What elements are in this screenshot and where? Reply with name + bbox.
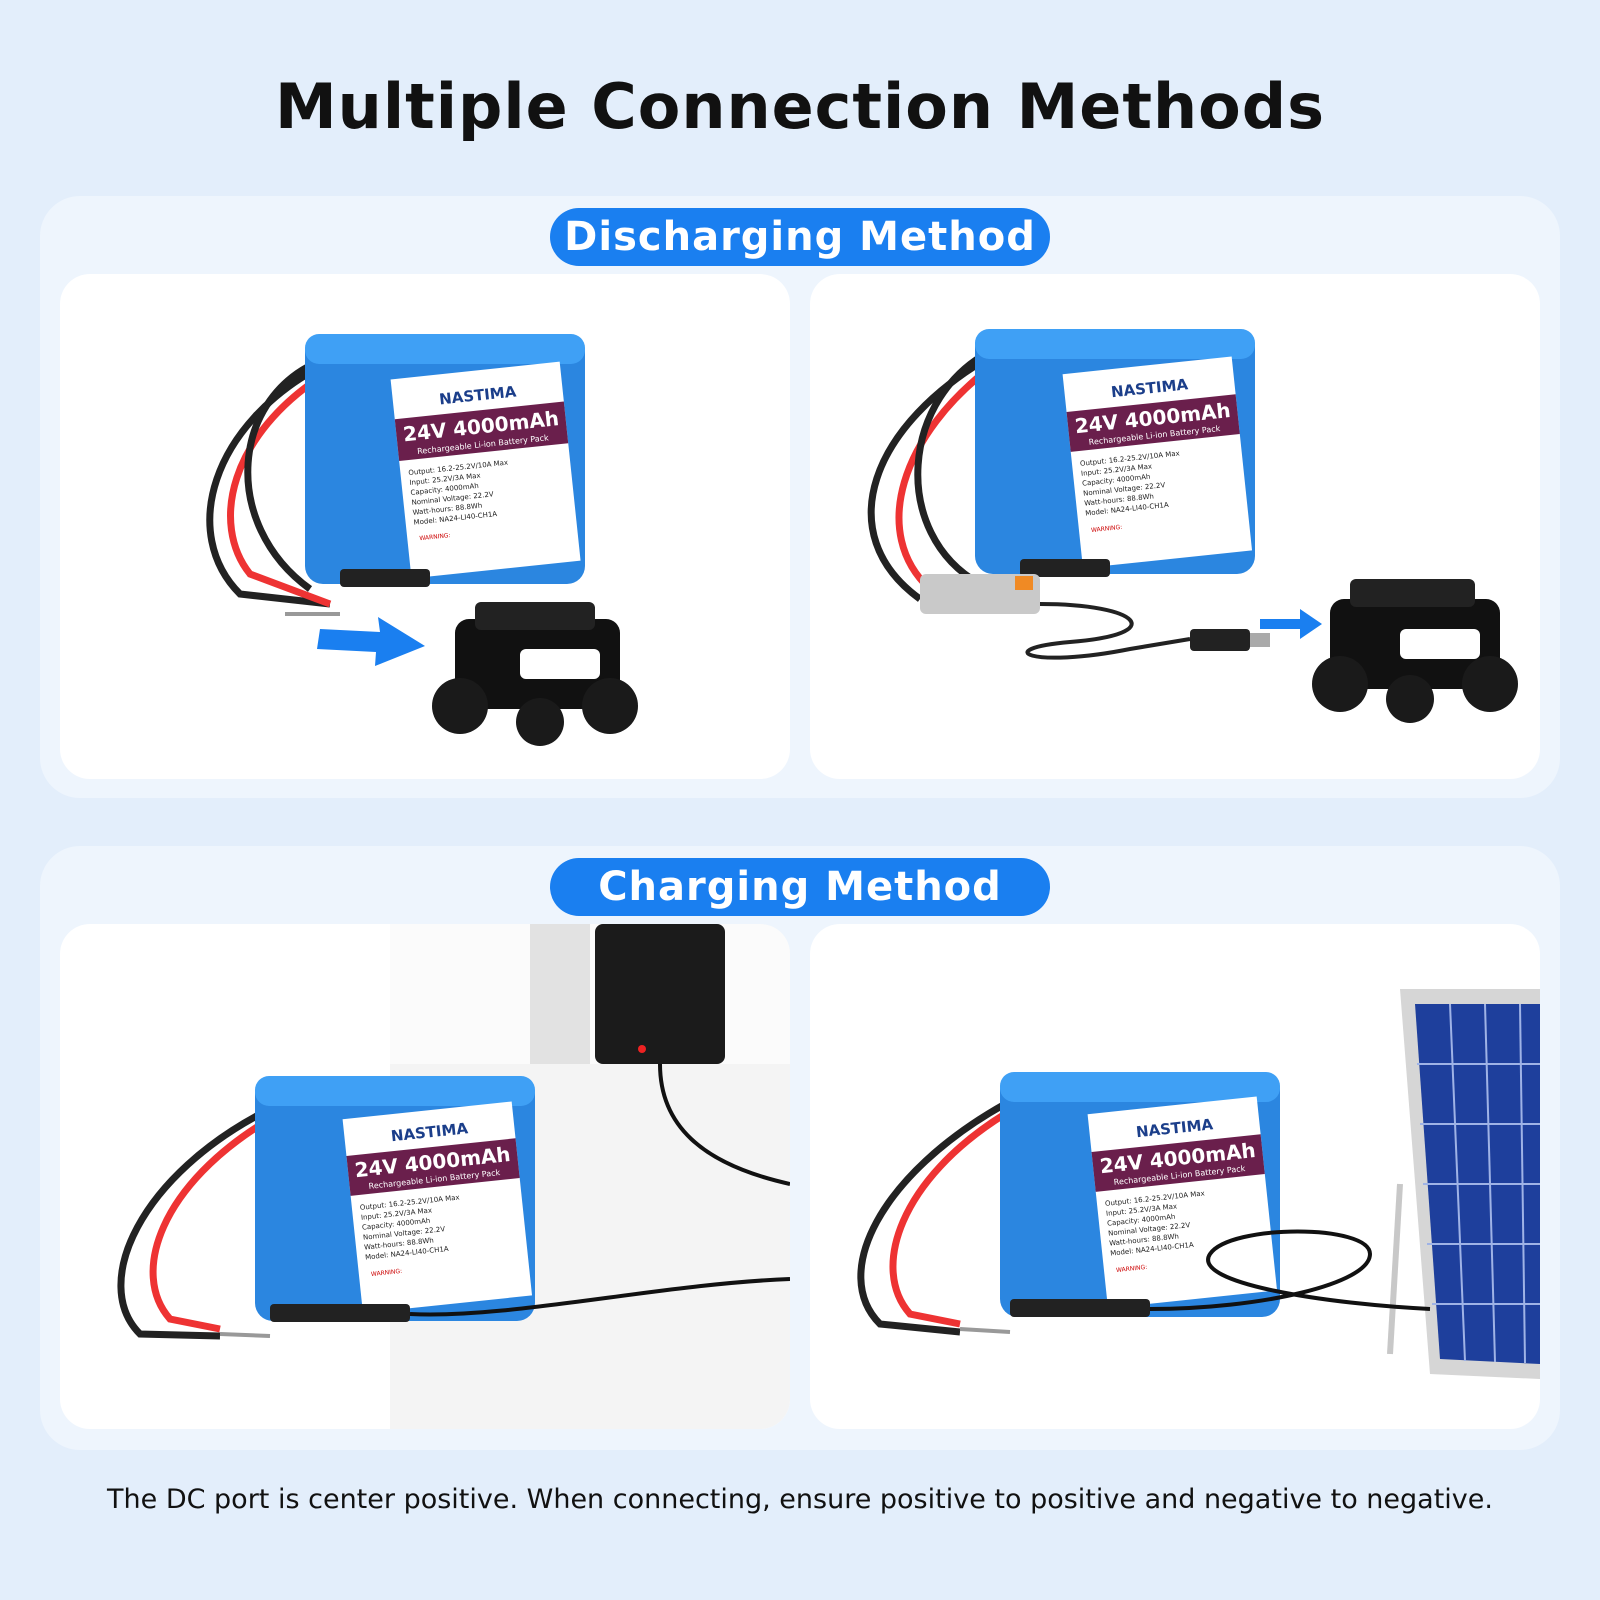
battery-connector-car-illustration: NASTIMA 24V 4000mAh Rechargeable Li-ion … [867, 329, 1518, 723]
warning-text: WARNING: [1116, 1264, 1148, 1274]
panel-discharge-direct: NASTIMA 24V 4000mAh Rechargeable Li-ion … [60, 274, 790, 779]
toy-car-icon [432, 602, 638, 746]
footnote: The DC port is center positive. When con… [107, 1484, 1493, 1515]
warning-text: WARNING: [1091, 524, 1123, 534]
panel-discharge-connector: NASTIMA 24V 4000mAh Rechargeable Li-ion … [810, 274, 1540, 779]
arrow-icon [1260, 609, 1322, 639]
wall-outlet [530, 924, 590, 1064]
panel-charge-wall-adapter: NASTIMA 24V 4000mAh Rechargeable Li-ion … [60, 924, 790, 1429]
battery-solar-panel-illustration: NASTIMA 24V 4000mAh Rechargeable Li-ion … [857, 989, 1540, 1379]
charging-section: Charging Method NASTIMA 24V 4000mAh Rech… [40, 846, 1560, 1450]
warning-text: WARNING: [419, 532, 451, 542]
section-heading-discharging: Discharging Method [550, 208, 1050, 266]
section-heading-charging: Charging Method [550, 858, 1050, 916]
page-title: Multiple Connection Methods [274, 70, 1326, 143]
wire-connector-icon [920, 574, 1040, 614]
warning-text: WARNING: [371, 1268, 403, 1278]
battery-wall-charger-illustration: NASTIMA 24V 4000mAh Rechargeable Li-ion … [117, 924, 790, 1429]
toy-car-icon [1312, 579, 1518, 723]
discharging-section: Discharging Method NASTIMA 24V 4000mAh R… [40, 196, 1560, 798]
battery-to-car-illustration: NASTIMA 24V 4000mAh Rechargeable Li-ion … [206, 334, 638, 746]
panel-charge-solar: NASTIMA 24V 4000mAh Rechargeable Li-ion … [810, 924, 1540, 1429]
arrow-icon [317, 617, 425, 666]
charger-adapter-icon [595, 924, 725, 1064]
solar-panel-icon [1387, 989, 1540, 1379]
